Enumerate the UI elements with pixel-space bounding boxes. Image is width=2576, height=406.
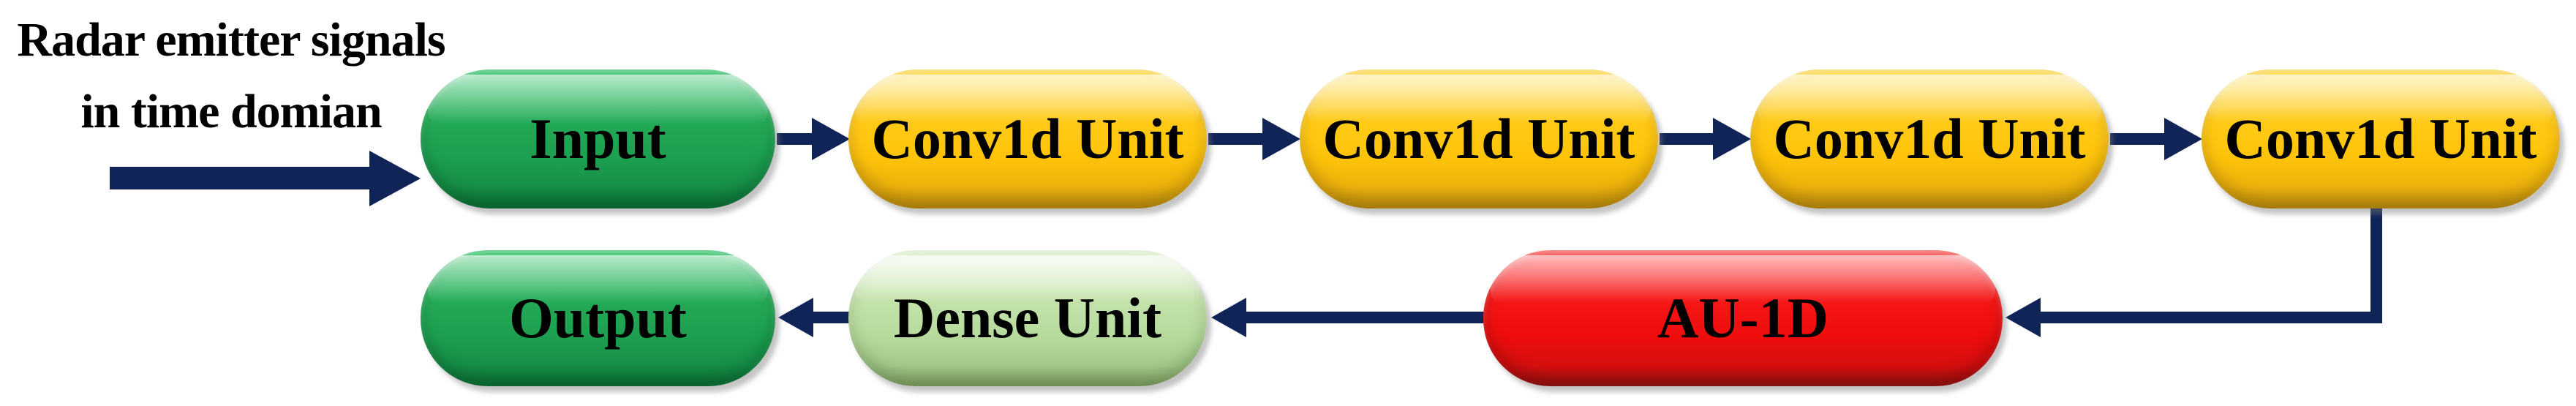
node-output-label: Output [509, 286, 687, 350]
arrow-head-icon [778, 298, 813, 337]
arrow-head-icon [2006, 298, 2041, 337]
node-input: Input [421, 69, 775, 208]
node-dense-unit-label: Dense Unit [893, 286, 1162, 350]
caption-radar-emitter-signals: Radar emitter signals in time domian [7, 4, 455, 148]
node-dense-unit: Dense Unit [848, 250, 1207, 386]
arrow-head-icon [369, 151, 421, 206]
arrow-shaft [777, 133, 815, 145]
arrow-shaft [1208, 133, 1265, 145]
node-conv1d-unit-3-label: Conv1d Unit [1773, 107, 2086, 170]
connector-vertical-segment [2370, 199, 2382, 323]
arrow-head-icon [1713, 118, 1751, 160]
node-conv1d-unit-4: Conv1d Unit [2202, 69, 2560, 208]
arrow-shaft [2110, 133, 2167, 145]
arrow-head-icon [1211, 298, 1246, 337]
node-conv1d-unit-2-label: Conv1d Unit [1322, 107, 1635, 170]
arrow-shaft [812, 312, 850, 323]
arrow-shaft [110, 167, 373, 189]
caption-line-1: Radar emitter signals [17, 13, 445, 67]
arrow-shaft [1243, 312, 1485, 323]
node-conv1d-unit-1: Conv1d Unit [848, 69, 1207, 208]
caption-line-2: in time domian [80, 85, 382, 138]
node-conv1d-unit-4-label: Conv1d Unit [2224, 107, 2537, 170]
node-input-label: Input [530, 107, 666, 170]
node-conv1d-unit-2: Conv1d Unit [1300, 69, 1658, 208]
node-au-1d-label: AU-1D [1657, 286, 1829, 350]
arrow-head-icon [1262, 118, 1300, 160]
arrow-head-icon [812, 118, 850, 160]
node-conv1d-unit-1-label: Conv1d Unit [871, 107, 1184, 170]
arrow-head-icon [2164, 118, 2202, 160]
node-au-1d: AU-1D [1483, 250, 2003, 386]
arrow-shaft [1660, 133, 1717, 145]
node-conv1d-unit-3: Conv1d Unit [1750, 69, 2109, 208]
connector-horizontal-segment [2038, 312, 2382, 323]
node-output: Output [421, 250, 775, 386]
